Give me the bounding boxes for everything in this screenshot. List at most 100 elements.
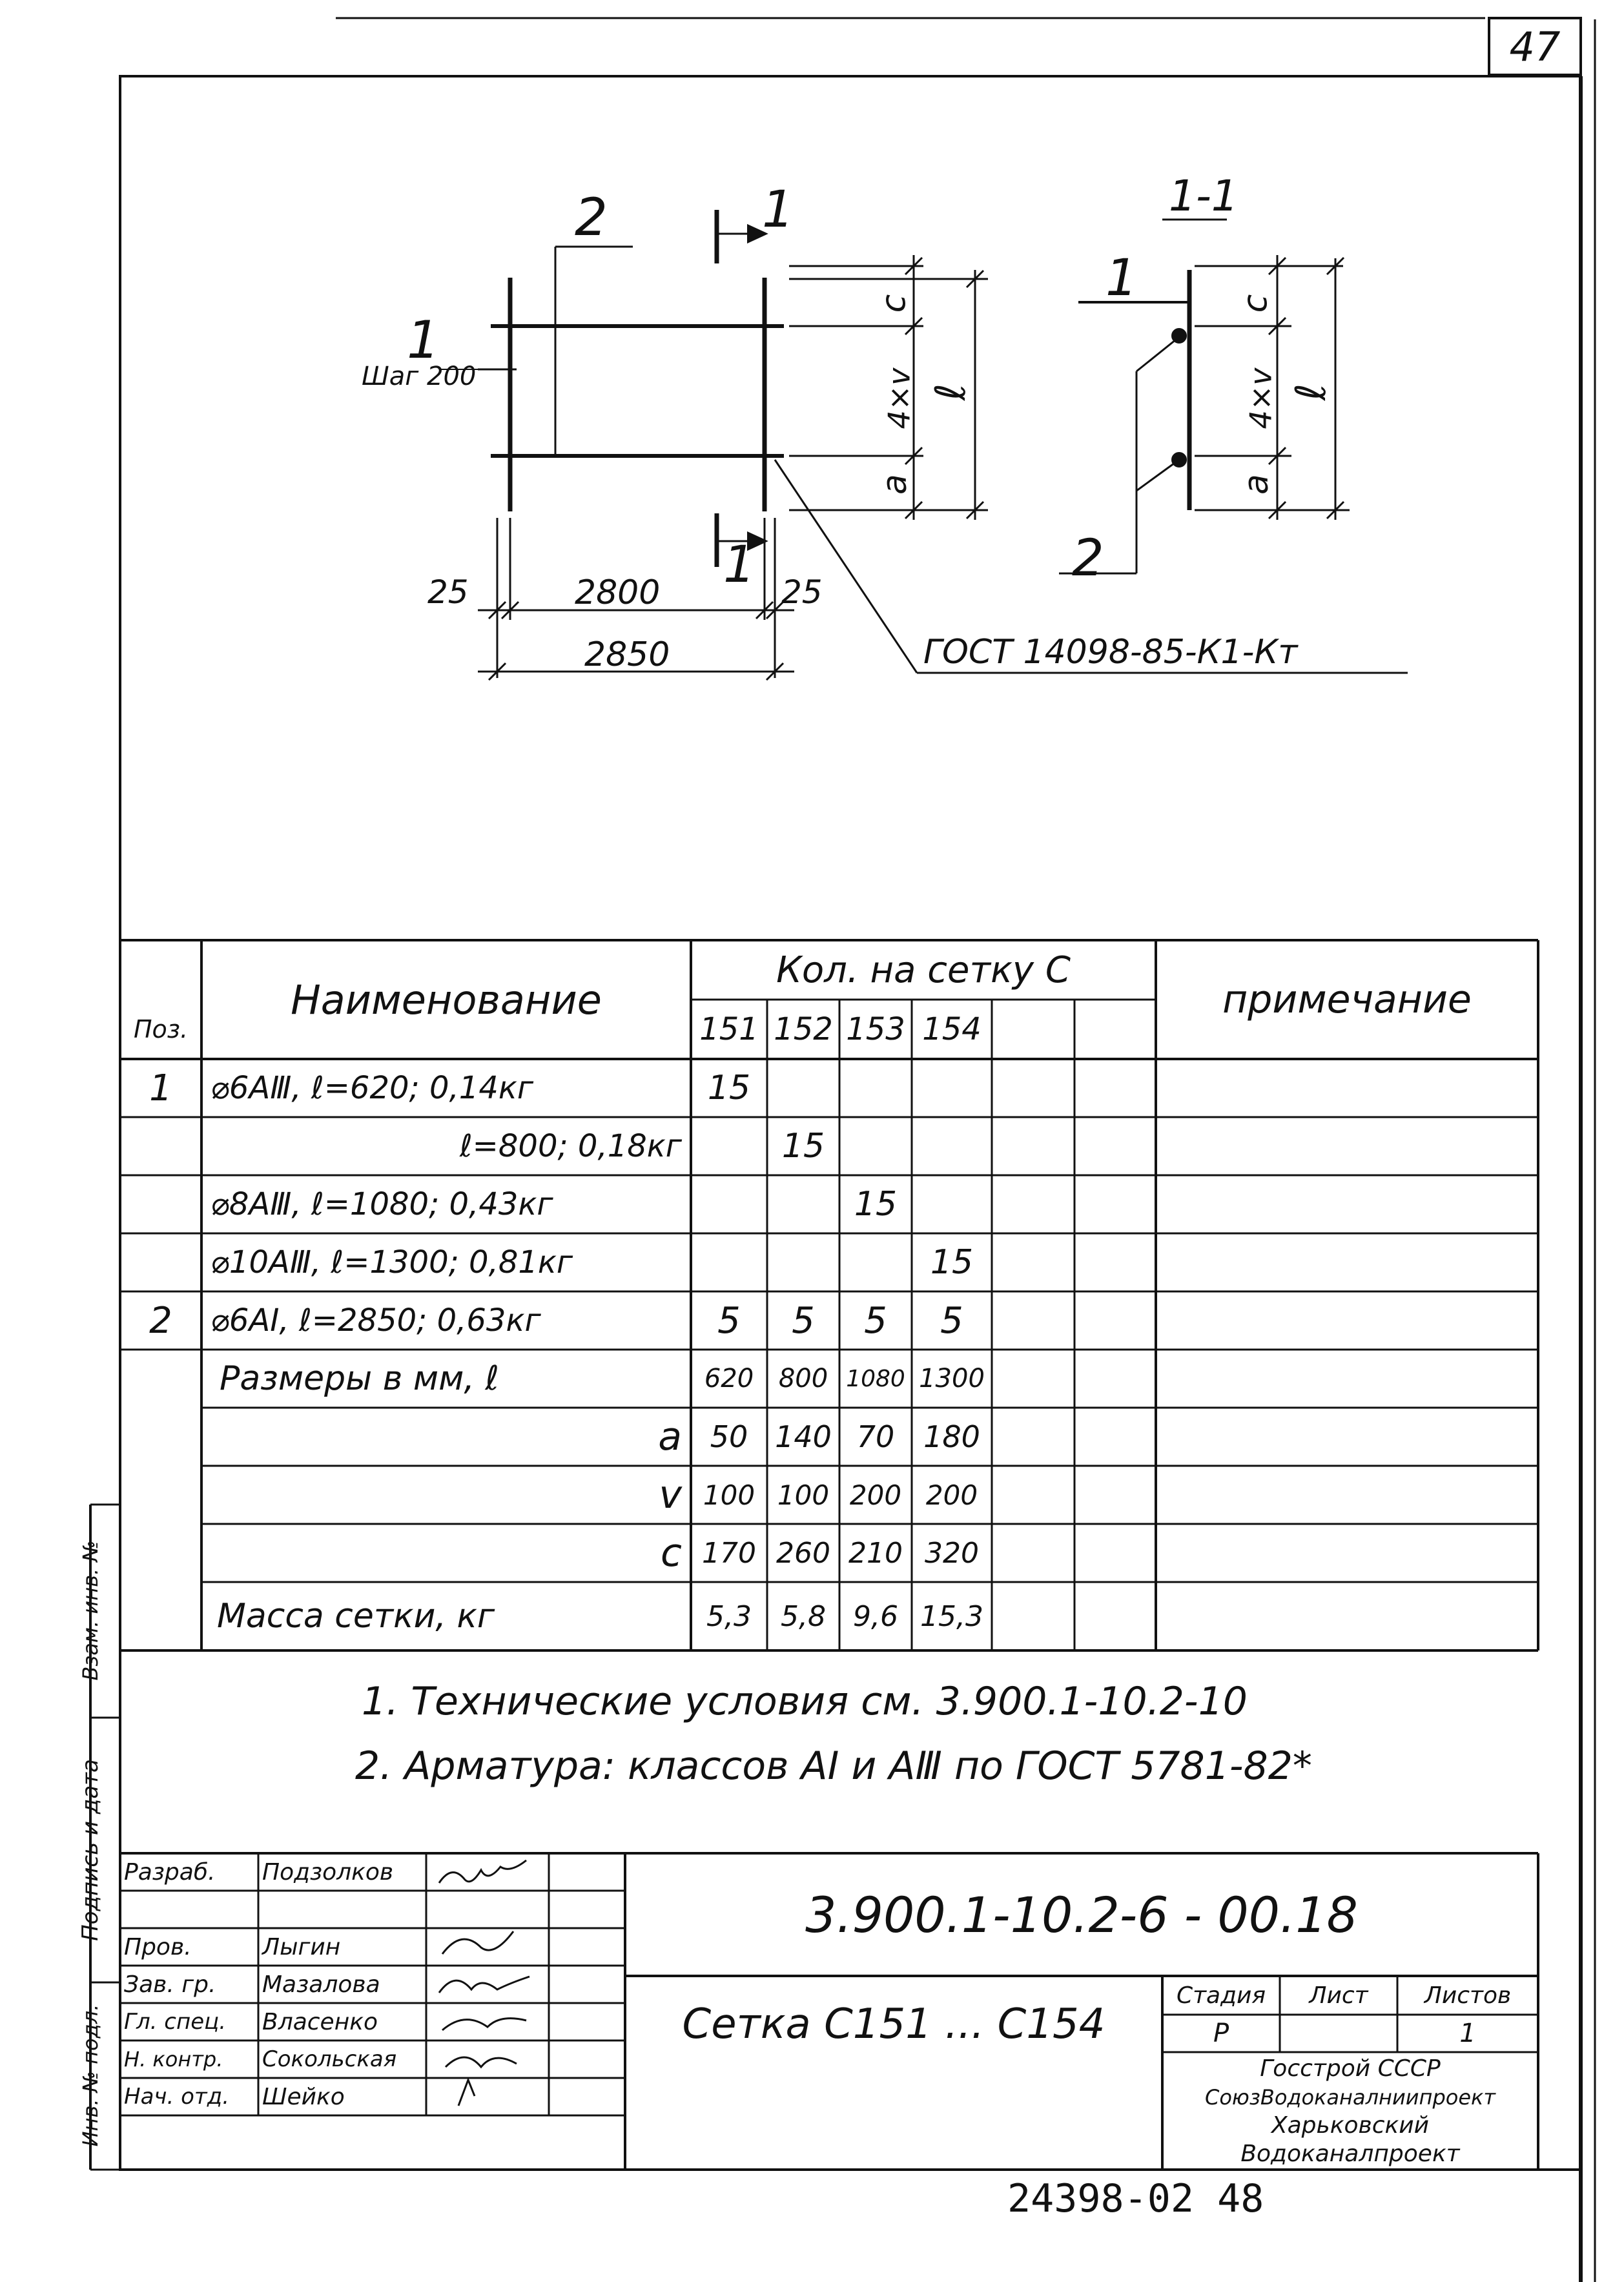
row-val (912, 1117, 992, 1175)
sheets-header: Листов (1424, 1982, 1512, 2009)
row-val: 9,6 (853, 1599, 898, 1633)
row-pos: 2 (149, 1299, 172, 1342)
row-val: 5,8 (781, 1599, 826, 1633)
row-val: 5 (717, 1299, 741, 1342)
sheets-value: 1 (1459, 2019, 1476, 2048)
row-name: ⌀6АⅠ, ℓ=2850; 0,63кг (211, 1302, 541, 1339)
role-label: Н. контр. (124, 2047, 223, 2071)
sheet-number-box (1488, 17, 1582, 76)
pitch-label: Шаг 200 (362, 362, 477, 391)
archive-number: 24398-02 48 (1007, 2176, 1264, 2221)
row-val: 260 (776, 1536, 830, 1570)
row-pos (120, 1408, 201, 1466)
row-name: ℓ=800; 0,18кг (459, 1128, 682, 1164)
row-val: 1080 (846, 1365, 905, 1392)
row-val: 15 (707, 1069, 751, 1107)
role-label: Разраб. (124, 1858, 216, 1886)
row-val: 5 (792, 1299, 815, 1342)
row-val: 70 (856, 1419, 895, 1454)
row-val: 320 (925, 1536, 979, 1570)
row-val (912, 1059, 992, 1117)
section-dim-l: ℓ (1288, 383, 1336, 401)
row-val (691, 1117, 767, 1175)
table-header-qty: Кол. на сетку С (776, 949, 1071, 991)
role-label: Пров. (124, 1933, 192, 1960)
role-label: Гл. спец. (124, 2009, 227, 2035)
position-mark-2: 2 (575, 187, 608, 247)
row-name: c (661, 1530, 682, 1576)
row-pos (120, 1524, 201, 1582)
row-val: 620 (704, 1364, 754, 1393)
stamp-inv-podl: Инв. № подл. (78, 2004, 103, 2147)
section-position-2: 2 (1072, 529, 1104, 588)
row-val (691, 1233, 767, 1291)
organization-line: Госстрой СССР (1260, 2055, 1441, 2082)
table-header-name: Наименование (291, 976, 602, 1023)
organization-line: Харьковский (1271, 2112, 1430, 2139)
dim-span: 2800 (575, 573, 661, 612)
row-val: 15,3 (920, 1599, 983, 1633)
row-name: Масса сетки, кг (217, 1597, 495, 1636)
row-val: 15 (854, 1185, 898, 1224)
note-1: 1. Технические условия см. 3.900.1-10.2-… (362, 1679, 1248, 1724)
signatures (438, 1859, 530, 2106)
section-title: 1-1 (1169, 171, 1239, 221)
dim-l: ℓ (927, 383, 976, 401)
stamp-signature-date: Подпись и дата (77, 1759, 103, 1941)
dim-a: a (875, 474, 914, 495)
section-position-1: 1 (1105, 249, 1138, 307)
row-val: 5 (940, 1299, 963, 1342)
note-2: 2. Арматура: классов АⅠ и АⅢ по ГОСТ 578… (355, 1743, 1312, 1789)
row-val: 5 (864, 1299, 887, 1342)
organization: Госстрой СССР СоюзВодоканалниипроект Хар… (1162, 2055, 1538, 2168)
row-val: 210 (848, 1536, 903, 1570)
row-val: 180 (923, 1419, 980, 1454)
row-val: 100 (703, 1479, 755, 1511)
role-name: Сокольская (262, 2046, 397, 2072)
row-pos (120, 1175, 201, 1233)
row-val: 5,3 (706, 1599, 752, 1633)
dim-c: c (874, 294, 914, 313)
row-val: 100 (777, 1479, 830, 1511)
table-col-153: 153 (846, 1011, 905, 1047)
role-name: Шейко (262, 2083, 345, 2110)
document-code: 3.900.1-10.2-6 - 00.18 (805, 1886, 1358, 1944)
table-header-note: примечание (1222, 977, 1472, 1022)
row-val (839, 1117, 912, 1175)
row-val (839, 1059, 912, 1117)
row-val (839, 1233, 912, 1291)
row-val: 50 (710, 1419, 748, 1454)
role-name: Мазалова (262, 1971, 380, 1998)
role-name: Подзолков (262, 1858, 394, 1886)
dim-right: 25 (781, 573, 823, 611)
weld-reference: ГОСТ 14098-85-К1-Кт (923, 633, 1298, 672)
row-name: v (659, 1472, 682, 1517)
row-name: ⌀6АⅢ, ℓ=620; 0,14кг (211, 1070, 534, 1106)
organization-line: СоюзВодоканалниипроект (1204, 2085, 1496, 2110)
row-name: a (658, 1414, 682, 1459)
section-dim-4v: 4×v (1243, 367, 1279, 429)
role-label: Нач. отд. (124, 2084, 230, 2110)
row-val: 200 (925, 1479, 978, 1511)
row-pos: 1 (149, 1067, 172, 1109)
row-val (767, 1175, 839, 1233)
row-pos (120, 1466, 201, 1524)
sheet-header: Лист (1309, 1982, 1368, 2009)
row-name: ⌀8АⅢ, ℓ=1080; 0,43кг (211, 1186, 553, 1222)
section-dim-c: c (1236, 294, 1275, 313)
dim-left: 25 (427, 573, 469, 611)
stage-header: Стадия (1176, 1982, 1266, 2009)
row-val (767, 1059, 839, 1117)
role-name: Лыгин (262, 1933, 341, 1960)
section-dim-a: a (1237, 474, 1276, 495)
role-label: Зав. гр. (124, 1971, 216, 1998)
row-name: ⌀10АⅢ, ℓ=1300; 0,81кг (211, 1244, 573, 1280)
role-name: Власенко (262, 2008, 378, 2035)
table-header-pos: Поз. (133, 1015, 189, 1043)
section-mark-top: 1 (762, 181, 794, 239)
row-pos (120, 1350, 201, 1408)
table-col-151: 151 (699, 1011, 759, 1047)
row-val (767, 1233, 839, 1291)
position-mark-1: 1 (407, 310, 440, 370)
